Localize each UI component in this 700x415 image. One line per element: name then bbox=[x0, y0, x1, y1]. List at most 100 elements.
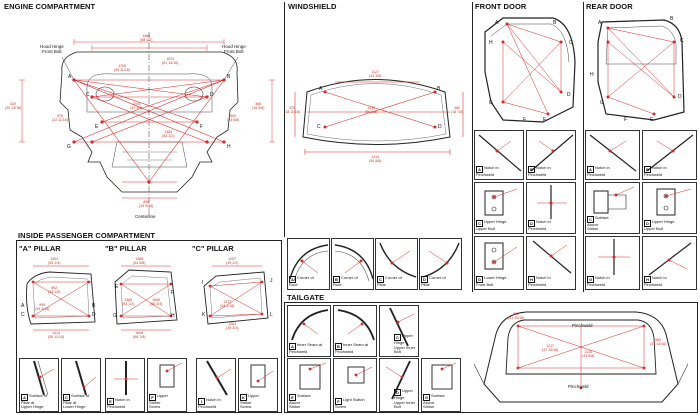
engine-compartment-title: ENGINE COMPARTMENT bbox=[4, 2, 96, 11]
engine-point-f: F bbox=[200, 124, 204, 130]
rear-door-thumb-d-text: Upper Hinge Upper Bolt bbox=[644, 219, 675, 232]
b-pillar-thumb-e-text: Notch in Pinchweld bbox=[107, 397, 130, 410]
tailgate-dim-1: 1217 (47 15/16) bbox=[542, 344, 559, 352]
windshield-title: WINDSHIELD bbox=[288, 2, 337, 11]
engine-dim-2: 1574 (61 15/16) bbox=[162, 57, 179, 65]
engine-dim-9: 576 (22 11/16) bbox=[52, 114, 69, 122]
windshield-panel: WINDSHIELD 1127 (44 3/8) 1438 (56 5/8) 1… bbox=[284, 2, 470, 237]
rear-door-point-d: D bbox=[678, 94, 682, 100]
a-pillar-point-d: D bbox=[92, 312, 96, 318]
rear-door-point-e: E bbox=[650, 117, 654, 123]
engine-dim-5: 529 (20 13/16) bbox=[5, 102, 22, 110]
tailgate-dim-3: 812 (31 15/16) bbox=[508, 312, 525, 320]
front-door-diagram bbox=[484, 17, 576, 123]
tailgate-thumb-g-text: Surface Above Striker bbox=[423, 392, 445, 410]
rear-door-point-g: G bbox=[600, 100, 604, 106]
windshield-diagram bbox=[294, 79, 464, 155]
engine-compartment-panel: ENGINE COMPARTMENT bbox=[2, 2, 281, 228]
front-door-thumb-g-text: Lower Hinge Front Bolt bbox=[476, 275, 507, 288]
a-pillar-title: "A" PILLAR bbox=[19, 244, 61, 253]
tailgate-pinchweld-bottom: Pinchweld bbox=[568, 384, 589, 389]
tailgate-thumb-e-text: Surface Above Striker bbox=[289, 392, 311, 410]
engine-point-b: B bbox=[227, 74, 231, 80]
a-pillar-dim-1: 1403 (55 1/4) bbox=[48, 257, 61, 265]
windshield-thumb-b-text: Corner of Roof bbox=[333, 275, 358, 288]
tailgate-thumb-a-text: Inner Seam at Pinchweld bbox=[289, 342, 323, 355]
engine-point-a: A bbox=[68, 74, 72, 80]
b-pillar-dim-2: 1385 (54 1/2) bbox=[122, 298, 135, 306]
a-pillar-point-a: A bbox=[21, 303, 25, 309]
engine-point-d: D bbox=[210, 92, 214, 98]
windshield-point-c: C bbox=[317, 124, 321, 130]
b-pillar-thumb-f-text: Upper Striker Screw bbox=[149, 392, 168, 410]
engine-dim-3: 1204 (47 3/8) bbox=[130, 102, 143, 110]
engine-point-g: G bbox=[67, 144, 71, 150]
c-pillar-point-i: I bbox=[202, 280, 204, 286]
b-pillar-point-e: E bbox=[115, 284, 119, 290]
front-door-point-f: F bbox=[523, 117, 527, 123]
rear-door-thumb-h-text: Notch in Pinchweld bbox=[644, 275, 667, 288]
front-door-point-h: H bbox=[489, 40, 493, 46]
c-pillar-dim-1: 1257 (49 1/2) bbox=[226, 257, 239, 265]
engine-dim-10: 600 (23 5/8) bbox=[227, 114, 240, 122]
rear-door-thumb-b-text: Notch in Pinchweld bbox=[644, 165, 667, 178]
a-pillar-thumb-a-text: Surface of Pillar at Upper Hinge bbox=[21, 392, 48, 410]
rear-door-thumb-c-text: Surface Above Striker bbox=[587, 214, 609, 232]
a-pillar-dim-3: 995 (39 3/16) bbox=[35, 303, 50, 311]
tailgate-thumb-d-text: Upper Hinge Upper Inner Bolt bbox=[394, 388, 416, 410]
rear-door-diagram bbox=[597, 19, 685, 121]
front-door-thumb-c-text: Upper Hinge Upper Bolt bbox=[476, 219, 507, 232]
engine-dim-6: 1384 (54 1/2) bbox=[162, 130, 175, 138]
c-pillar-point-j: J bbox=[270, 278, 273, 284]
tailgate-thumb-b-text: Inner Seam at Pinchweld bbox=[335, 342, 369, 355]
a-pillar-thumb-c-text: Surface of Pillar at Lower Hinge bbox=[63, 392, 90, 410]
rear-door-point-f: F bbox=[624, 117, 628, 123]
front-door-title: FRONT DOOR bbox=[475, 2, 527, 11]
passenger-compartment-title: INSIDE PASSENGER COMPARTMENT bbox=[18, 231, 156, 240]
b-pillar-dim-4: 1698 (66 7/8) bbox=[133, 331, 146, 339]
hood-hinge-left-label: Hood Hinge Front Bolt bbox=[40, 44, 64, 54]
b-pillar-title: "B" PILLAR bbox=[105, 244, 147, 253]
tailgate-pinchweld-top: Pinchweld bbox=[572, 323, 593, 328]
rear-door-title: REAR DOOR bbox=[586, 2, 633, 11]
windshield-dim-left: 475 (18 11/16) bbox=[284, 106, 301, 114]
b-pillar-dim-1: 1388 (54 5/8) bbox=[133, 257, 146, 265]
front-door-thumb-h-text: Notch in Pinchweld bbox=[528, 275, 551, 288]
c-pillar-diagram bbox=[203, 265, 269, 325]
front-door-thumb-a-text: Notch in Pinchweld bbox=[476, 165, 499, 178]
tailgate-dim-2: 1133 (44 5/8) bbox=[582, 350, 595, 358]
front-door-thumb-d-text: Notch in Pinchweld bbox=[528, 219, 551, 232]
engine-point-e: E bbox=[95, 124, 99, 130]
front-door-point-c: C bbox=[569, 40, 573, 46]
tailgate-thumb-f-text: Light Switch Screw bbox=[335, 397, 365, 410]
tailgate-title: TAILGATE bbox=[287, 293, 325, 302]
rear-door-point-c: C bbox=[680, 38, 684, 44]
c-pillar-title: "C" PILLAR bbox=[192, 244, 234, 253]
b-pillar-point-h: H bbox=[171, 313, 175, 319]
tailgate-thumb-c-text: Upper Hinge Upper Inner Bolt bbox=[394, 333, 416, 355]
front-door-thumb-b-text: Notch in Pinchweld bbox=[528, 165, 551, 178]
windshield-thumb-d-text: Corner of Pillar bbox=[421, 275, 446, 288]
windshield-dim-bottom: 1413 (55 5/8) bbox=[369, 155, 382, 163]
tailgate-diagram bbox=[473, 311, 689, 403]
engine-point-c: C bbox=[86, 92, 90, 98]
a-pillar-dim-4: 1414 (55 11/16) bbox=[48, 331, 65, 339]
